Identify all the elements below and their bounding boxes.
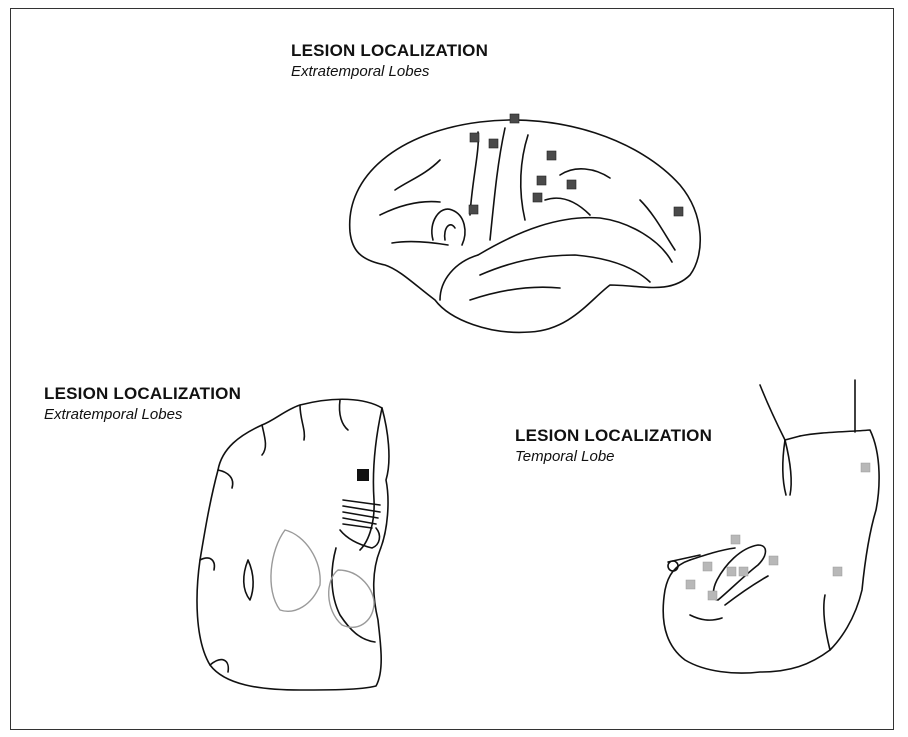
stalk-arm <box>784 435 801 441</box>
lateral-markers <box>468 113 684 217</box>
lesion-marker <box>832 566 843 577</box>
lesion-marker <box>730 534 741 545</box>
lesion-marker <box>768 555 779 566</box>
panel-title: LESION LOCALIZATION <box>44 384 242 403</box>
stalk <box>784 439 792 496</box>
lesion-marker <box>685 579 696 590</box>
coronal-sulcus-2 <box>217 469 234 489</box>
lesion-marker <box>546 150 557 161</box>
coronal-midline <box>359 407 383 551</box>
coronal-sulcus-4 <box>209 658 230 673</box>
lesion-marker <box>673 206 684 217</box>
lesion-marker <box>488 138 499 149</box>
panel-label-right: LESION LOCALIZATION Temporal Lobe <box>515 426 712 465</box>
callosal-fibers-2 <box>342 505 381 513</box>
parietal-sulcus-2 <box>544 197 591 216</box>
panel-subtitle: Extratemporal Lobes <box>44 406 183 423</box>
coronal-section-figure <box>196 398 390 691</box>
temporal-outline-top <box>689 547 736 561</box>
postcentral-sulcus <box>519 134 529 221</box>
insula-curve <box>331 547 376 643</box>
thalamus <box>328 569 375 628</box>
coronal-sulcus-5 <box>299 404 306 441</box>
central-sulcus <box>489 127 506 241</box>
stalk-2 <box>782 439 787 496</box>
temporal-markers <box>685 462 871 601</box>
lesion-marker <box>726 566 737 577</box>
temporal-outline <box>662 429 880 674</box>
temporal-lower-sulcus <box>823 594 831 651</box>
lesion-marker <box>536 175 547 186</box>
coronal-sulcus-1 <box>261 424 267 456</box>
frontal-sulcus-3 <box>391 240 449 246</box>
panel-title: LESION LOCALIZATION <box>291 41 489 60</box>
panel-label-left: LESION LOCALIZATION Extratemporal Lobes <box>44 384 241 423</box>
panel-subtitle: Temporal Lobe <box>515 448 615 465</box>
opercular-gyrus <box>431 208 466 246</box>
basal-ganglia <box>270 529 375 628</box>
lesion-marker <box>532 192 543 203</box>
temporal-pole <box>439 254 479 301</box>
panel-label-top: LESION LOCALIZATION Extratemporal Lobes <box>291 41 488 80</box>
lesion-marker <box>860 462 871 473</box>
small-circle <box>667 560 679 572</box>
lesion-marker <box>702 561 713 572</box>
temporal-inner-sulcus <box>689 614 723 621</box>
lesion-marker <box>738 566 749 577</box>
lesion-marker <box>509 113 520 124</box>
callosal-fibers-1 <box>342 499 381 506</box>
brain-outline <box>348 119 702 334</box>
coronal-sulcus-3 <box>199 557 216 571</box>
opercular-gyrus-inner <box>443 224 456 241</box>
frontal-sulcus-2 <box>379 200 441 216</box>
hippocampus-inner <box>724 575 769 606</box>
callosal-fibers-5 <box>342 523 373 529</box>
frontal-sulcus-1 <box>394 159 441 191</box>
occipital-sulcus <box>639 199 676 251</box>
parietal-sulcus <box>559 168 611 179</box>
temporal-sulcus <box>479 254 651 283</box>
lateral-ventricle <box>242 559 254 601</box>
callosal-fibers-4 <box>342 517 377 525</box>
panel-subtitle: Extratemporal Lobes <box>291 63 430 80</box>
lesion-marker <box>469 132 480 143</box>
panel-title: LESION LOCALIZATION <box>515 426 713 445</box>
lesion-marker <box>468 204 479 215</box>
temporal-section-figure <box>662 379 880 674</box>
lesion-marker <box>566 179 577 190</box>
coronal-sulcus-6 <box>338 399 349 431</box>
lesion-marker <box>357 469 369 481</box>
vertical-column-left <box>759 384 786 441</box>
lateral-brain-figure <box>348 119 702 334</box>
temporal-sulcus-lower <box>469 286 561 301</box>
thalamus-curve <box>339 527 381 549</box>
precentral-sulcus <box>469 131 480 216</box>
figure-frame <box>10 8 894 730</box>
sylvian-fissure <box>477 216 673 263</box>
putamen <box>270 529 321 612</box>
lesion-marker <box>707 590 718 601</box>
callosal-fibers-3 <box>342 511 379 519</box>
